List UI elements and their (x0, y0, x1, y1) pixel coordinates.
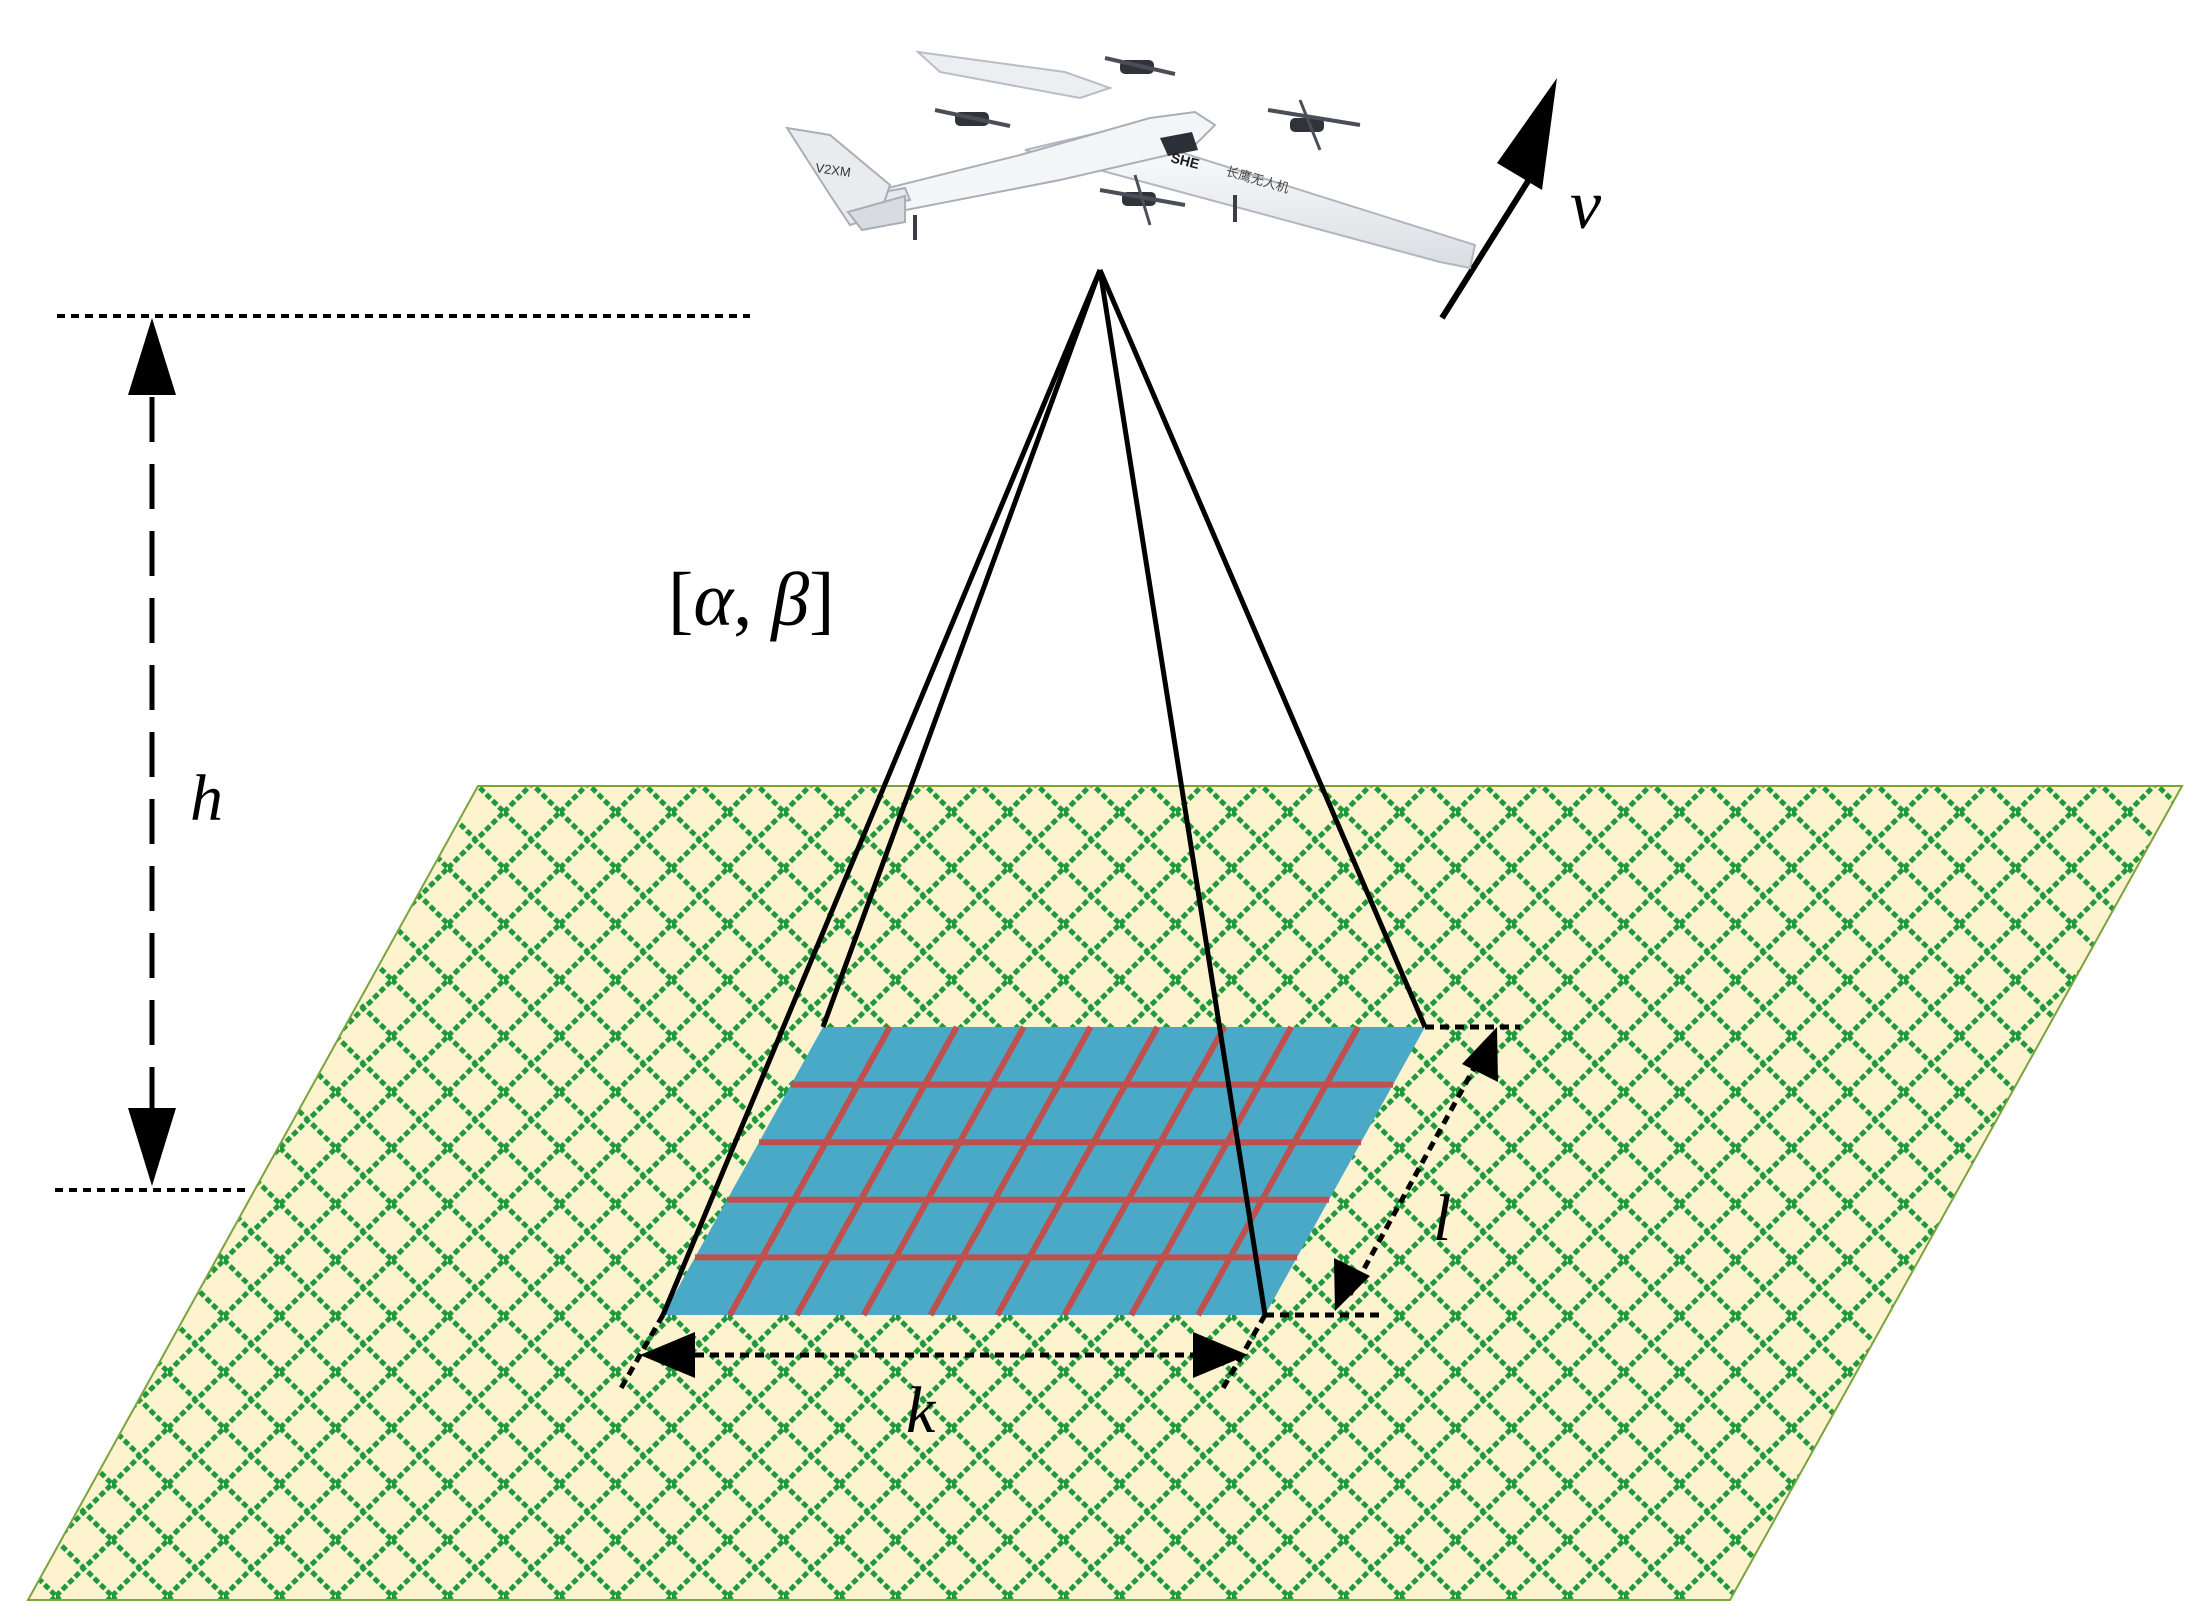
height-arrow-bottom (128, 1108, 176, 1186)
length-arrow-top (1462, 1027, 1498, 1082)
sensor-footprint (663, 1025, 1425, 1317)
footprint-grid-column (1195, 1025, 1361, 1317)
width-label: k (906, 1374, 937, 1447)
velocity-arrow-head (1497, 78, 1557, 190)
velocity-label: v (1570, 167, 1602, 244)
footprint-grid-column (861, 1025, 1027, 1317)
velocity-arrow-shaft (1439, 176, 1533, 320)
footprint-grid-column (1061, 1025, 1227, 1317)
height-label: h (190, 762, 223, 835)
width-arrow-left (640, 1332, 695, 1378)
footprint-grid (695, 1025, 1393, 1317)
drone-body-text: SHE (1169, 149, 1201, 171)
rotor-rear-left (934, 108, 1011, 128)
length-label: l (1433, 1182, 1451, 1255)
footprint-grid-column (1128, 1025, 1294, 1317)
vtol-drone-icon: V2XM SHE 长鹰无人机 (784, 50, 1477, 270)
footprint-grid-column (727, 1025, 893, 1317)
rotor-front-left (1104, 56, 1176, 76)
view-angle-label: [α, β] (668, 558, 834, 642)
rotor-front-right (1267, 99, 1361, 151)
length-arrow-bottom (1334, 1258, 1370, 1311)
field-of-view-lines (660, 269, 1428, 1316)
rotor-rear-right (1099, 174, 1186, 226)
height-arrow-top (128, 318, 176, 395)
length-dimension-line (1345, 1048, 1487, 1300)
width-arrow-right (1193, 1332, 1248, 1378)
footprint-grid-column (794, 1025, 960, 1317)
footprint-grid-column (994, 1025, 1161, 1317)
footprint-grid-column (927, 1025, 1094, 1317)
drone-tail-text: V2XM (815, 160, 852, 180)
